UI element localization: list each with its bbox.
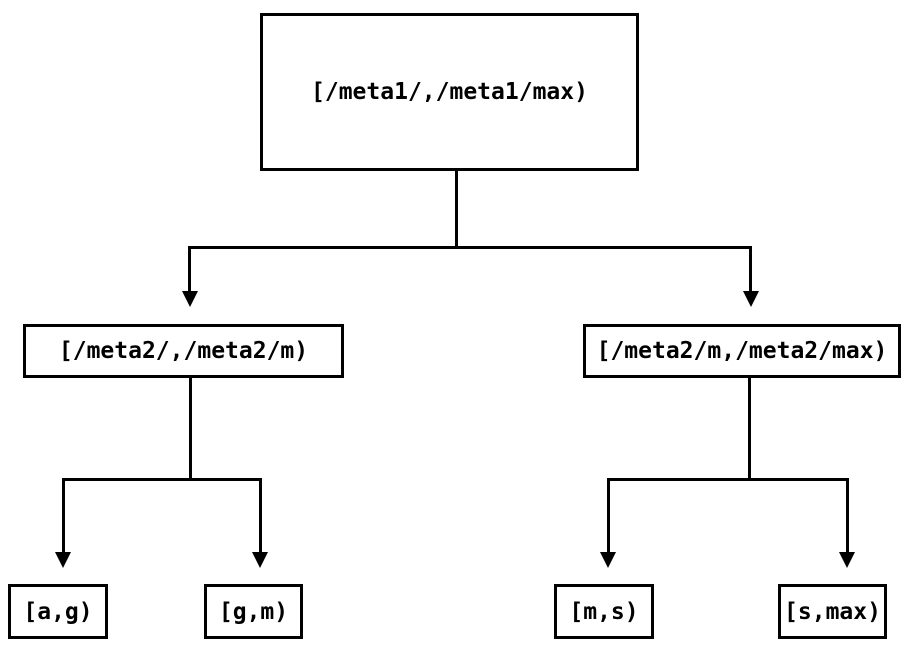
edge-drop-meta2-high: [749, 246, 752, 292]
arrowhead-down-icon: [55, 552, 71, 568]
edge-drop-leaf-m-s: [607, 478, 610, 553]
arrowhead-down-icon: [600, 552, 616, 568]
node-meta2-high-interval: [/meta2/m,/meta2/max): [583, 324, 901, 378]
edge-drop-meta2-low: [188, 246, 191, 292]
edge-drop-leaf-g-m: [259, 478, 262, 553]
node-meta2-low-interval: [/meta2/,/meta2/m): [23, 324, 344, 378]
node-root-interval: [/meta1/,/meta1/max): [260, 13, 639, 171]
edge-drop-leaf-s-max: [846, 478, 849, 553]
node-leaf-s-max: [s,max): [778, 584, 887, 639]
edge-root-rail: [188, 246, 752, 249]
arrowhead-down-icon: [182, 291, 198, 307]
edge-meta2-high-stem: [748, 378, 751, 481]
edge-meta2-low-stem: [189, 378, 192, 481]
node-leaf-g-m: [g,m): [204, 584, 303, 639]
arrowhead-down-icon: [743, 291, 759, 307]
edge-meta2-high-rail: [607, 478, 849, 481]
edge-root-stem: [455, 170, 458, 249]
edge-meta2-low-rail: [62, 478, 262, 481]
node-leaf-a-g: [a,g): [8, 584, 108, 639]
edge-drop-leaf-a-g: [62, 478, 65, 553]
arrowhead-down-icon: [839, 552, 855, 568]
node-leaf-m-s: [m,s): [554, 584, 654, 639]
arrowhead-down-icon: [252, 552, 268, 568]
